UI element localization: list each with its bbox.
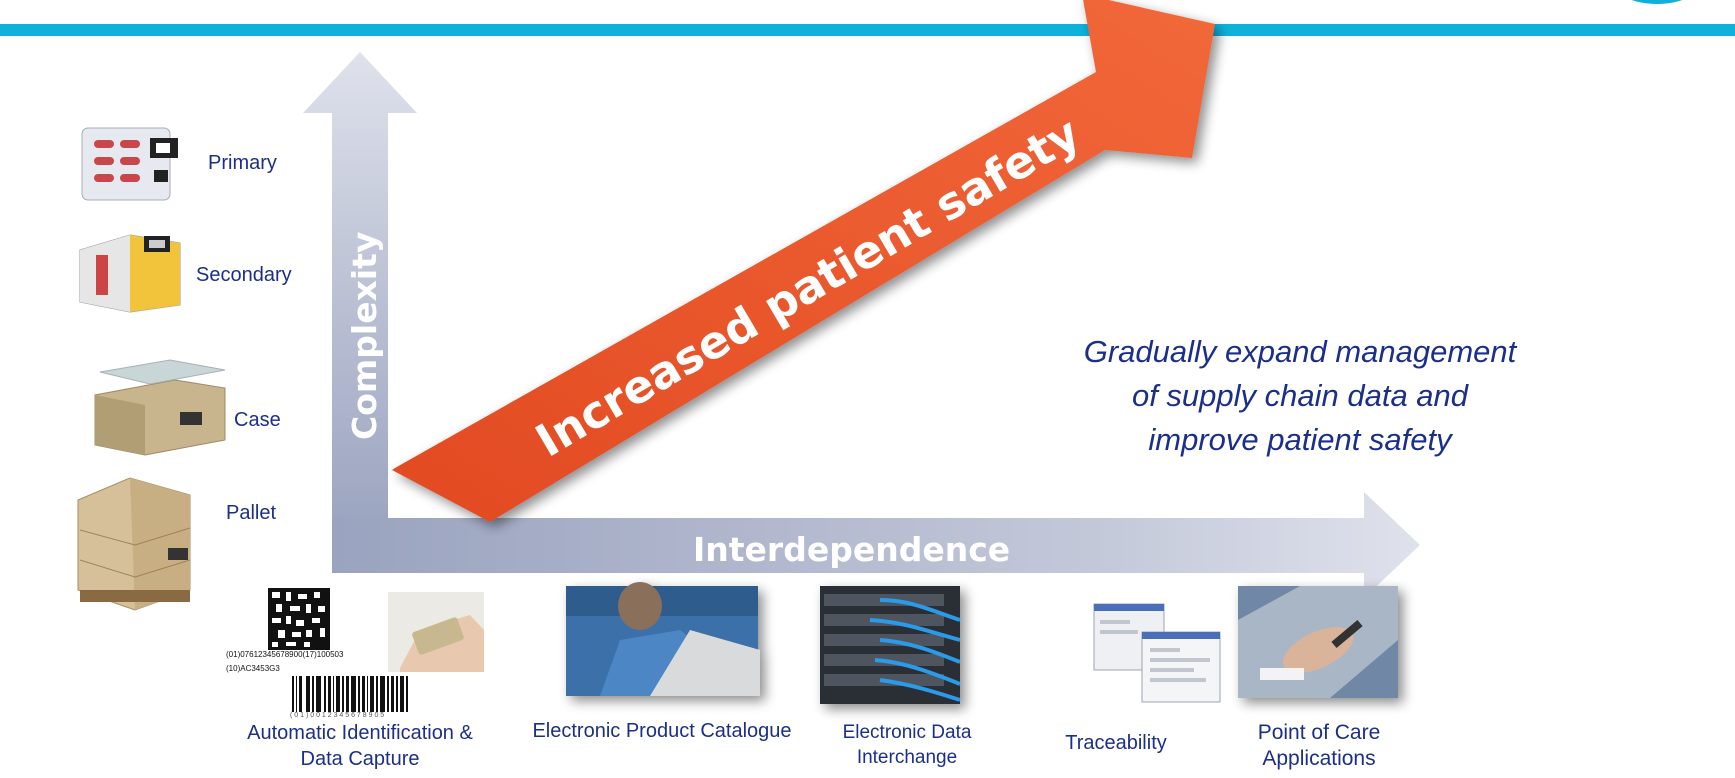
barcode-text-line-1: (01)07612345678900(17)100503 <box>226 650 344 659</box>
capability-edi-line-1: Electronic Data <box>842 722 972 743</box>
blister-pack-icon <box>81 127 178 201</box>
capability-aidc-line-1: Automatic Identification & <box>247 722 473 744</box>
packaging-level-pallet: Pallet <box>226 502 277 524</box>
description-line-3: improve patient safety <box>1148 422 1452 457</box>
top-accent-bar <box>0 24 1735 36</box>
network-cables-photo <box>820 586 961 704</box>
capability-aidc-line-2: Data Capture <box>300 748 420 770</box>
capability-electronic-product-catalogue: Electronic Product Catalogue <box>512 718 812 744</box>
capability-aidc: Automatic Identification & Data Capture <box>220 720 500 772</box>
interdependence-axis-arrow <box>332 492 1420 598</box>
pallet-icon <box>77 477 191 611</box>
complexity-label: Complexity <box>345 232 384 440</box>
case-box-icon <box>94 359 226 456</box>
description-line-2: of supply chain data and <box>1131 378 1469 413</box>
interdependence-label: Interdependence <box>693 530 1010 569</box>
traceability-screens-icon <box>1093 603 1221 703</box>
complexity-axis-arrow <box>303 52 417 540</box>
capability-poc-line-2: Applications <box>1262 747 1376 770</box>
patient-safety-label: Increased patient safety <box>527 107 1089 468</box>
capability-traceability: Traceability <box>1036 730 1196 756</box>
packaging-level-case: Case <box>234 409 281 431</box>
doctor-laptop-photo <box>566 582 760 696</box>
linear-barcode-icon <box>292 676 408 712</box>
capability-point-of-care: Point of Care Applications <box>1224 720 1414 772</box>
rfid-tag-photo <box>388 592 484 672</box>
capability-traceability-line-1: Traceability <box>1065 732 1167 754</box>
point-of-care-photo <box>1238 586 1398 698</box>
patient-safety-arrow <box>392 0 1215 522</box>
description-line-1: Gradually expand management <box>1083 334 1517 369</box>
carton-icon <box>79 234 181 313</box>
supply-chain-description: Gradually expand management of supply ch… <box>1030 330 1570 462</box>
capability-poc-line-1: Point of Care <box>1257 721 1381 744</box>
datamatrix-code-icon <box>268 588 330 650</box>
packaging-level-secondary: Secondary <box>196 264 292 286</box>
capability-edi-line-2: Interchange <box>856 747 958 768</box>
packaging-level-primary: Primary <box>208 152 277 174</box>
capability-electronic-data-interchange: Electronic Data Interchange <box>812 720 1002 770</box>
barcode-text-line-2: (10)AC3453G3 <box>226 664 280 673</box>
capability-epc-line-1: Electronic Product Catalogue <box>532 720 792 742</box>
barcode-digits: ( 0 1 ) 0 0 1 2 3 4 5 6 7 8 9 0 5 <box>290 712 385 719</box>
